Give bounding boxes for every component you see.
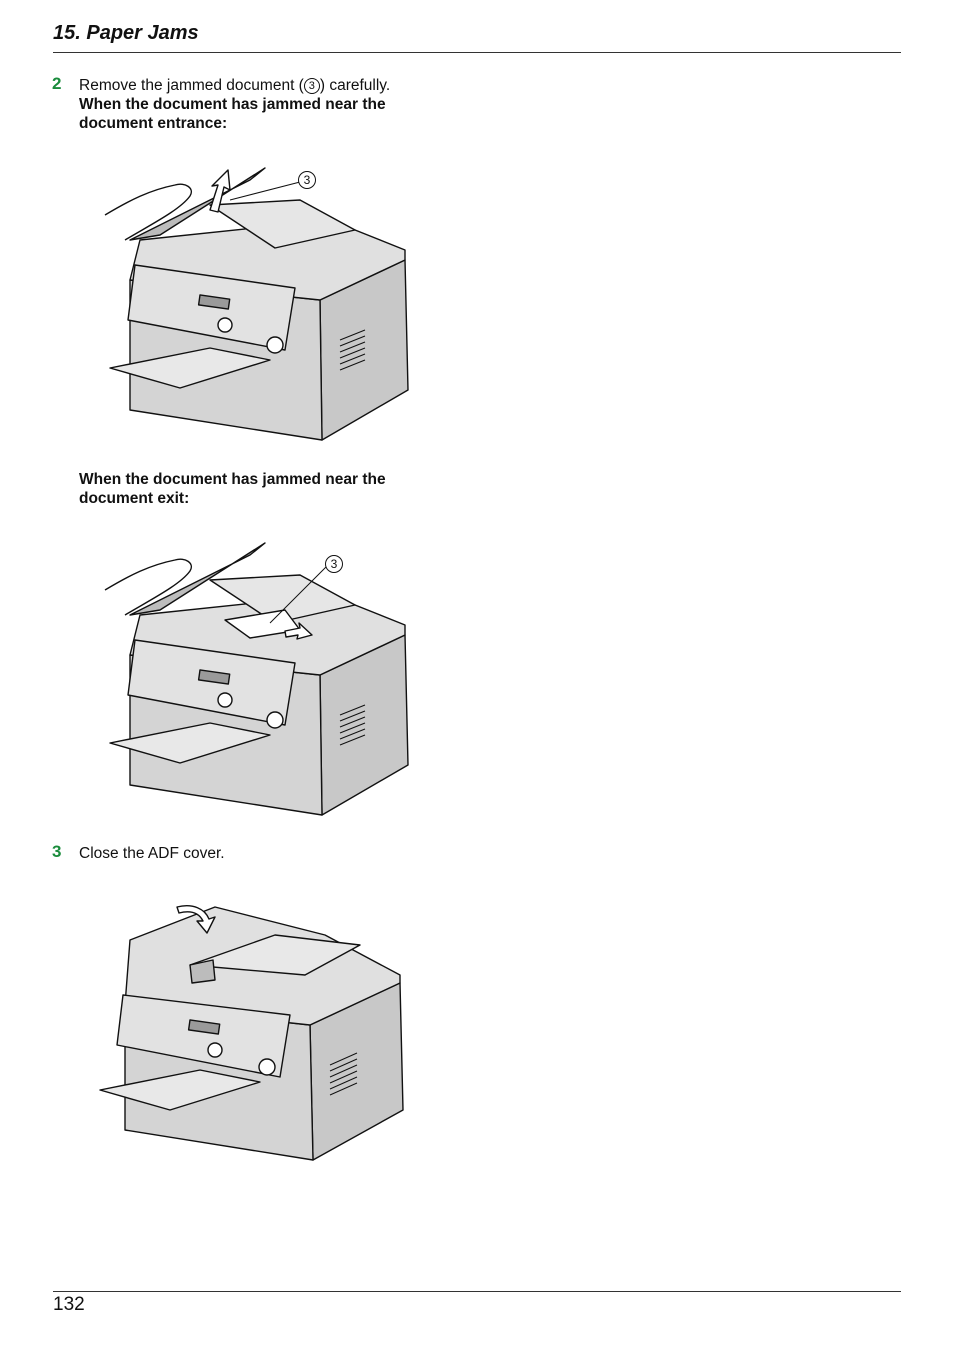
step-2-instruction: Remove the jammed document (3) carefully… bbox=[79, 76, 439, 95]
printer-exit-jam-illustration bbox=[104, 542, 409, 816]
printer-close-cover-illustration bbox=[99, 905, 404, 1161]
step-3-instruction: Close the ADF cover. bbox=[79, 845, 225, 862]
page-number: 132 bbox=[53, 1294, 85, 1315]
exit-jam-heading-line2: document exit: bbox=[79, 490, 190, 507]
header-rule bbox=[53, 52, 901, 53]
step-2-ref-marker: 3 bbox=[303, 78, 320, 94]
step-2-number: 2 bbox=[52, 74, 62, 93]
step-3-number: 3 bbox=[52, 842, 62, 861]
step-2-text-after: ) carefully. bbox=[319, 77, 391, 94]
entrance-jam-callout: 3 bbox=[298, 171, 316, 189]
printer-entrance-jam-illustration bbox=[104, 167, 409, 441]
entrance-jam-heading-line1: When the document has jammed near the bbox=[79, 96, 386, 113]
footer-rule bbox=[53, 1291, 901, 1292]
entrance-jam-heading: When the document has jammed near the do… bbox=[79, 95, 439, 133]
exit-jam-callout: 3 bbox=[325, 555, 343, 573]
step-2-text-before: Remove the jammed document ( bbox=[79, 77, 304, 94]
exit-jam-heading: When the document has jammed near the do… bbox=[79, 470, 439, 508]
exit-jam-heading-line1: When the document has jammed near the bbox=[79, 471, 386, 488]
entrance-jam-heading-line2: document entrance: bbox=[79, 115, 228, 132]
page-title: 15. Paper Jams bbox=[53, 22, 199, 44]
